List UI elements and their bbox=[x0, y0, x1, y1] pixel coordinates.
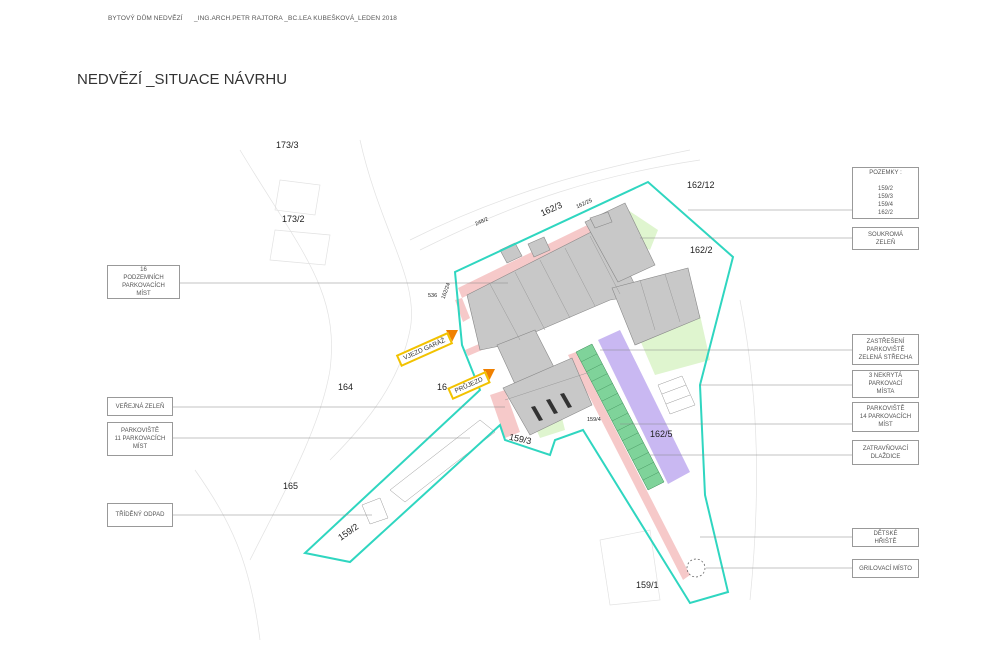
bike-racks bbox=[531, 393, 572, 421]
parking-stall-line bbox=[627, 442, 644, 451]
parcel-label: 536 bbox=[428, 293, 438, 299]
parcel-label: 159/4 bbox=[587, 417, 601, 423]
parking-11-spaces bbox=[361, 419, 496, 525]
leader-lines bbox=[173, 209, 852, 569]
parking-stall-line bbox=[622, 432, 639, 441]
parcel-label: 16 bbox=[437, 382, 448, 392]
parking-stall-line bbox=[642, 471, 659, 481]
parking-stall-lines bbox=[581, 353, 659, 481]
grass-paving bbox=[598, 330, 690, 484]
parking-stall-line bbox=[601, 393, 618, 402]
plot-boundary bbox=[302, 180, 735, 605]
building-roof-lines bbox=[489, 235, 681, 401]
parcel-label: 164 bbox=[338, 382, 354, 392]
parking-stall-line bbox=[596, 383, 613, 392]
parcel-label: 162/12 bbox=[687, 180, 715, 190]
parcel-label: 173/2 bbox=[282, 214, 305, 224]
parcel-label: 162/2 bbox=[690, 245, 713, 255]
uncovered-parking-3 bbox=[657, 375, 696, 415]
parking-stall-line bbox=[606, 402, 623, 412]
parcel-label: 162/5 bbox=[650, 429, 673, 439]
project-name: BYTOVÝ DŮM NEDVĚZÍ bbox=[108, 15, 183, 22]
page-title: NEDVĚZÍ _SITUACE NÁVRHU bbox=[77, 71, 288, 88]
authors: _ING.ARCH.PETR RAJTORA _BC.LEA KUBEŠKOVÁ… bbox=[194, 15, 397, 22]
garage-entry-arrow-icon bbox=[446, 330, 458, 342]
parcel-label: 165 bbox=[283, 481, 299, 491]
parking-stall-line bbox=[591, 373, 608, 382]
parking-stall-line bbox=[632, 452, 649, 461]
legend-waste-sorting: TŘÍDĚNÝ ODPAD bbox=[107, 503, 173, 527]
legend-grill-spot: GRILOVACÍ MÍSTO bbox=[852, 559, 919, 578]
parcel-label: 159/1 bbox=[636, 580, 659, 590]
legend-public-green: VEŘEJNÁ ZELEŇ bbox=[107, 397, 173, 416]
grill-spot bbox=[686, 558, 706, 578]
parking-stall-line bbox=[637, 462, 654, 471]
parking-stall-line bbox=[581, 353, 598, 363]
parcel-label: 173/3 bbox=[276, 140, 299, 150]
parking-stall-line bbox=[611, 412, 629, 422]
terrain-lines bbox=[194, 139, 757, 641]
building bbox=[466, 202, 701, 436]
parking-stall-line bbox=[586, 363, 603, 372]
